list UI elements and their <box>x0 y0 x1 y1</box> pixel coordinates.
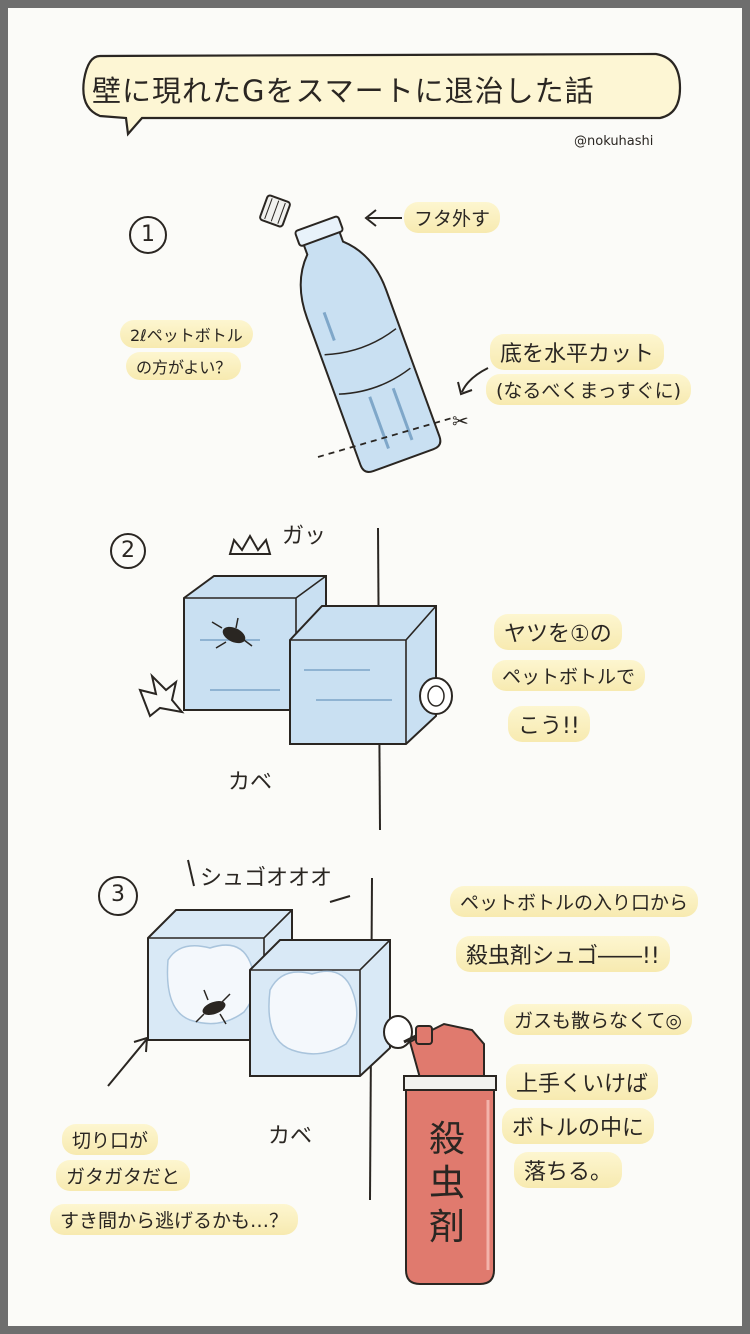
step3-note3-line2: ボトルの中に <box>502 1108 655 1144</box>
crown-impact-icon <box>228 533 272 555</box>
impact-burst-icon <box>138 672 185 718</box>
spray-can-label: 殺虫剤 <box>428 1119 465 1248</box>
warning-arrow <box>107 1036 149 1087</box>
cockroach-icon-step2 <box>211 617 253 649</box>
step2-number: 2 <box>121 538 135 563</box>
title-bubble <box>82 52 682 137</box>
wall-label-step3: カベ <box>268 1124 313 1149</box>
author-credit: @nokuhashi <box>574 134 654 149</box>
impact-sound: ガッ <box>282 524 327 549</box>
step3-number: 3 <box>111 882 125 907</box>
cap-label: フタ外す <box>404 202 501 233</box>
cockroach-icon-step3 <box>195 989 231 1025</box>
step2-bottle-right <box>289 605 453 745</box>
sound-lines-icon <box>187 859 351 903</box>
bottle-note-line2: の方がよい？ <box>126 352 242 380</box>
step2-note-line2: ペットボトルで <box>492 660 646 691</box>
step1-bottle <box>294 215 442 473</box>
scissors-icon: ✂ <box>452 409 469 433</box>
spray-sound: シュゴオオオ <box>200 866 333 891</box>
gas-note: ガスも散らなくて◎ <box>504 1004 693 1035</box>
step2-circle <box>110 533 146 569</box>
cut-arrow <box>457 367 489 396</box>
step3-bottle-right <box>249 939 413 1077</box>
step2-note-line3: こう!! <box>508 706 590 742</box>
wall-label-step2: カベ <box>228 770 273 795</box>
step3-circle <box>98 876 138 916</box>
step3-note3-line3: 落ちる。 <box>514 1152 623 1188</box>
cut-dashed-line <box>317 417 453 458</box>
warning-line3: すき間から逃げるかも…？ <box>50 1204 299 1235</box>
step1-number: 1 <box>141 222 155 247</box>
step3-note1-line1: ペットボトルの入り口から <box>450 886 699 917</box>
spray-can <box>403 1022 497 1285</box>
step2-note-line1: ヤツを①の <box>494 614 622 650</box>
warning-line1: 切り口が <box>62 1124 159 1155</box>
cut-note-line2: (なるべくまっすぐに) <box>486 374 692 405</box>
bottle-cap-icon <box>259 194 291 228</box>
step3-note1-line2: 殺虫剤シュゴ――!! <box>456 936 670 972</box>
page-title: 壁に現れたGをスマートに退治した話 <box>92 74 595 108</box>
cap-arrow <box>364 209 402 227</box>
bottle-note-line1: 2ℓペットボトル <box>120 320 253 348</box>
cut-note-line1: 底を水平カット <box>490 334 665 370</box>
step1-circle <box>129 216 167 254</box>
step3-note3-line1: 上手くいけば <box>506 1064 659 1100</box>
warning-line2: ガタガタだと <box>56 1160 191 1191</box>
